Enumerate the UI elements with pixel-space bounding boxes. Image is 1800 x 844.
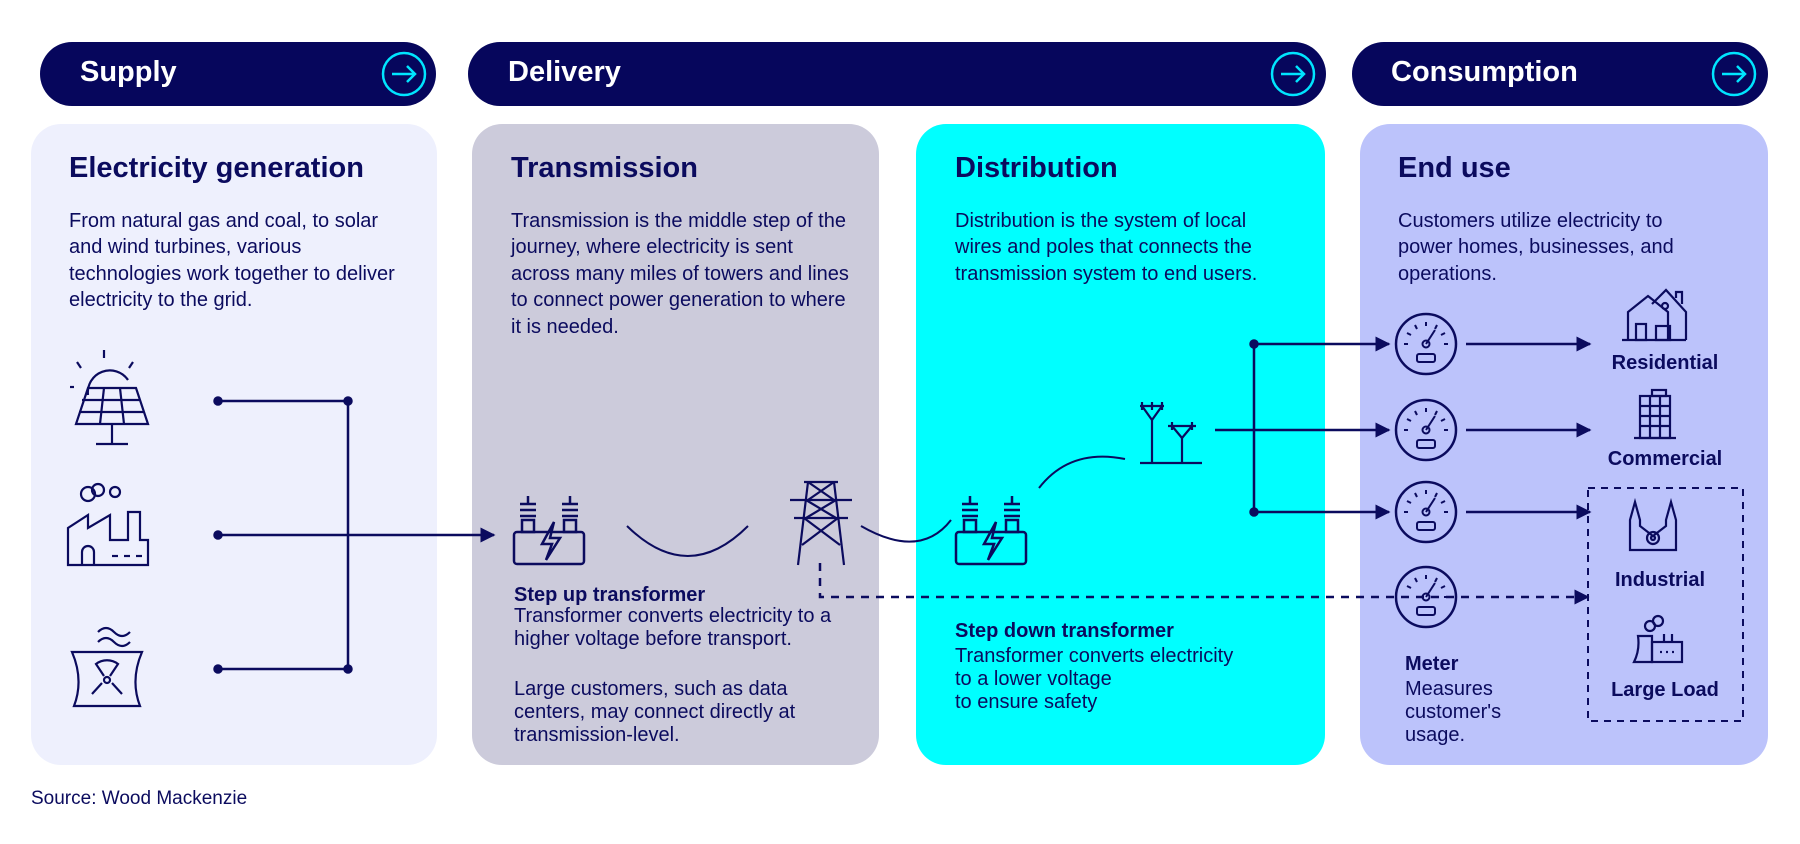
step-up-title: Step up transformer [514,584,706,606]
label-large-load: Large Load [1611,679,1719,701]
stage-supply: Supply [40,42,436,106]
house-icon [1622,288,1688,342]
generation-title: Electricity generation [69,152,364,184]
distribution-line [1038,455,1126,489]
enduse-title: End use [1398,152,1511,184]
distribution-bus-lines [1215,336,1391,520]
stage-label: Consumption [1391,56,1578,88]
nuclear-plant-icon [70,626,144,708]
label-residential: Residential [1611,352,1719,374]
transmission-text: Transmission is the middle step of the j… [511,210,849,338]
stage-label: Supply [80,56,177,88]
step-down-text-2: to a lower voltage [955,668,1112,690]
label-commercial: Commercial [1607,448,1723,470]
step-down-transformer-icon [954,494,1028,566]
transmission-tower-icon [790,480,852,566]
transmission-title: Transmission [511,152,698,184]
arrow-circle-right-icon [1711,51,1757,97]
distribution-line [860,519,952,543]
large-customers-note: Large customers, such as data centers, m… [514,678,796,746]
large-load-icon [1632,614,1684,664]
step-down-title: Step down transformer [955,620,1174,642]
meter-text: Measures customer's usage. [1405,678,1502,746]
arrow-circle-right-icon [381,51,427,97]
step-up-transformer-icon [512,494,586,566]
panel-distribution [916,124,1325,765]
office-building-icon [1634,388,1676,440]
direct-connection-dashed-line [818,563,1590,605]
industrial-plant-icon [1628,497,1678,552]
stage-delivery: Delivery [468,42,1326,106]
meter-icon [1394,480,1458,544]
stage-label: Delivery [508,56,621,88]
transmission-line [626,525,749,557]
generation-text: From natural gas and coal, to solar and … [69,210,395,312]
enduse-text: Customers utilize electricity to power h… [1398,210,1674,285]
factory-icon [66,482,150,567]
distribution-text: Distribution is the system of local wire… [955,210,1258,285]
meter-title: Meter [1405,653,1459,675]
source-note: Source: Wood Mackenzie [31,788,248,809]
stage-consumption: Consumption [1352,42,1768,106]
meter-icon [1394,565,1458,629]
step-down-text-1: Transformer converts electricity [955,645,1234,667]
distribution-title: Distribution [955,152,1118,184]
meter-icon [1394,312,1458,376]
step-down-text-3: to ensure safety [955,691,1098,713]
customer-arrows [1466,336,1592,520]
arrow-circle-right-icon [1270,51,1316,97]
label-industrial: Industrial [1614,569,1705,591]
step-up-text: Transformer converts electricity to a hi… [514,605,832,650]
meter-icon [1394,398,1458,462]
solar-panel-icon [70,350,150,446]
utility-pole-icon [1140,402,1202,465]
panel-transmission [472,124,879,765]
supply-bus-lines [213,396,496,674]
panel-enduse [1360,124,1768,765]
